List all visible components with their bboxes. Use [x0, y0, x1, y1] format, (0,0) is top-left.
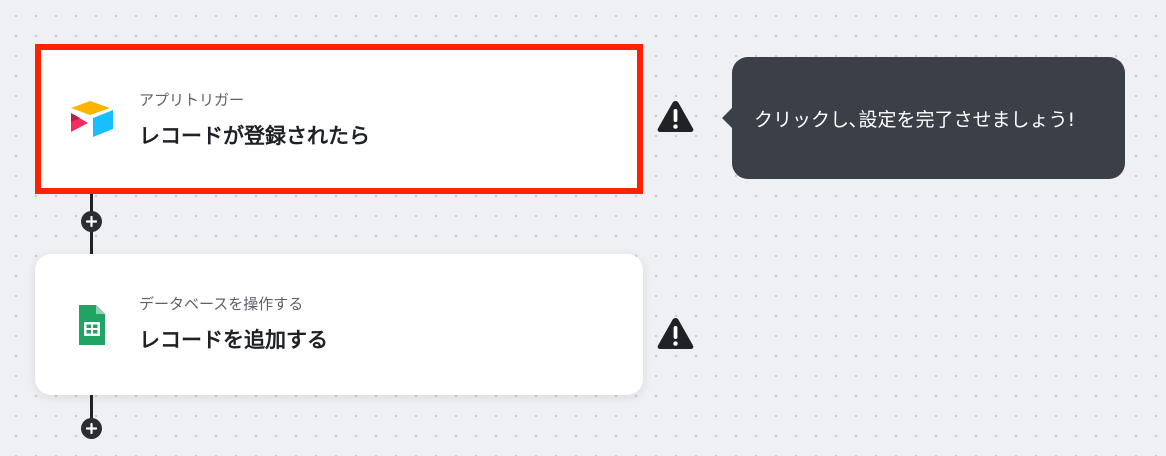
- google-sheets-icon: [67, 301, 115, 349]
- warning-triangle-icon[interactable]: [656, 316, 695, 351]
- add-step-button[interactable]: [81, 211, 102, 232]
- tooltip-text: クリックし､設定を完了させましょう!: [754, 108, 1076, 131]
- plus-icon: [86, 423, 97, 434]
- airtable-logo-icon: [68, 95, 116, 143]
- flow-step-trigger[interactable]: アプリトリガー レコードが登録されたら: [35, 44, 643, 194]
- flow-step-action[interactable]: データベースを操作する レコードを追加する: [35, 254, 643, 395]
- step-title: レコードが登録されたら: [139, 124, 370, 148]
- warning-triangle-icon[interactable]: [656, 99, 695, 134]
- step-subtitle: アプリトリガー: [139, 91, 245, 109]
- step-subtitle: データベースを操作する: [139, 295, 304, 313]
- connector-line: [90, 394, 93, 430]
- add-step-button[interactable]: [81, 418, 102, 439]
- setup-hint-tooltip: クリックし､設定を完了させましょう!: [722, 57, 1125, 179]
- step-title: レコードを追加する: [139, 328, 328, 352]
- plus-icon: [86, 216, 97, 227]
